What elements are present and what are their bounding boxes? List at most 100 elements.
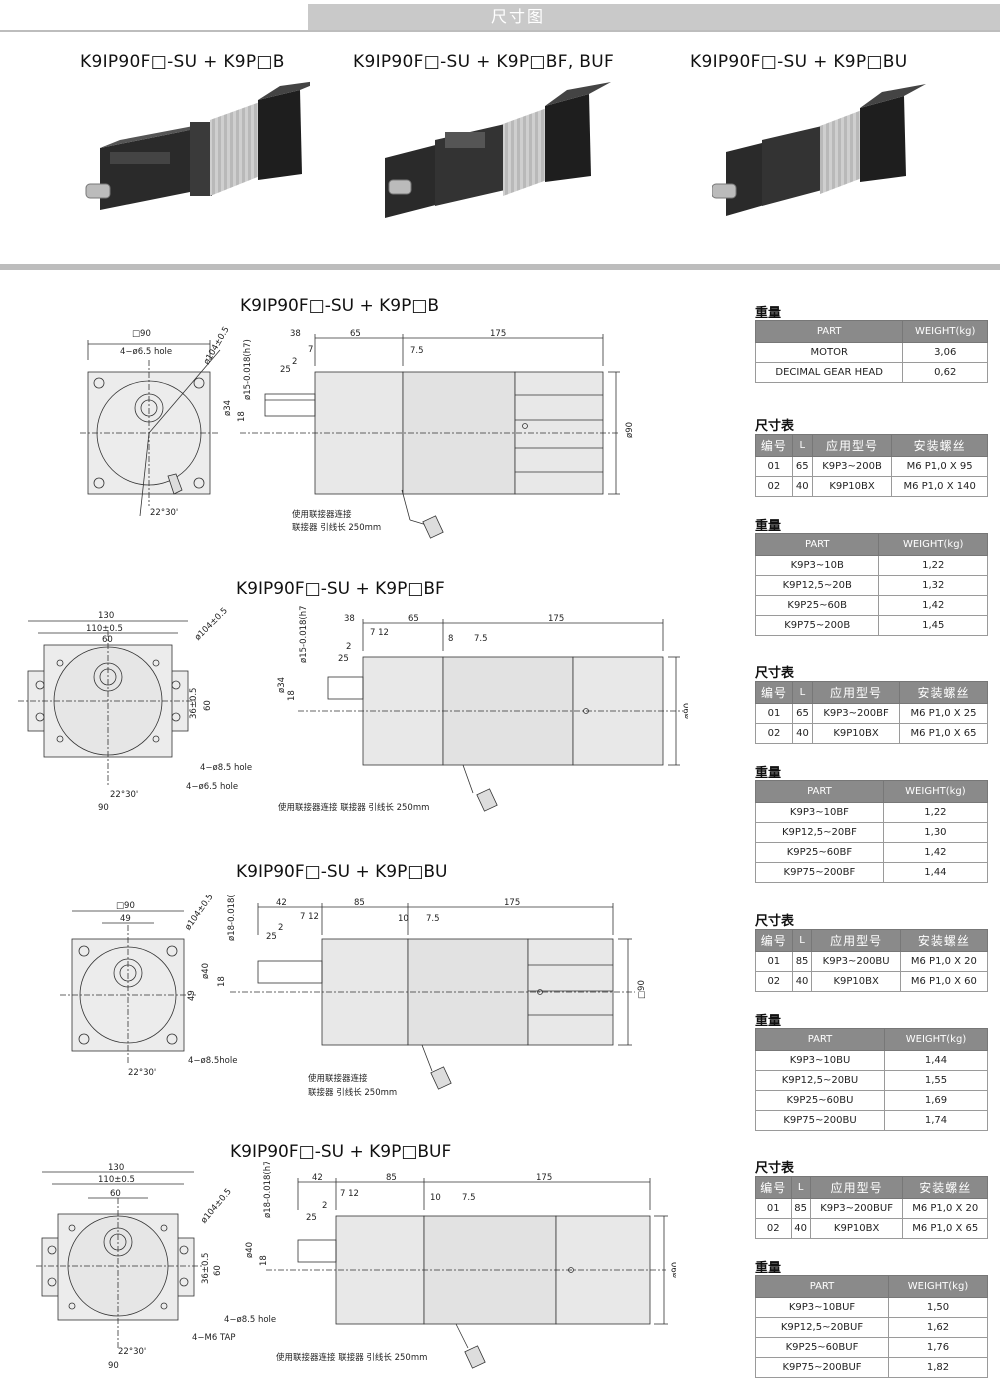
svg-text:10: 10 xyxy=(430,1193,441,1203)
svg-text:ø104±0.5: ø104±0.5 xyxy=(199,1187,234,1226)
cell: 1,62 xyxy=(887,1317,989,1338)
svg-text:□90: □90 xyxy=(132,329,151,339)
svg-text:175: 175 xyxy=(548,614,564,624)
svg-text:ø34: ø34 xyxy=(223,400,233,416)
svg-text:175: 175 xyxy=(490,329,506,339)
cell: 3,06 xyxy=(902,342,988,363)
svg-text:49: 49 xyxy=(187,990,197,1001)
th-weight: WEIGHT(kg) xyxy=(882,780,989,803)
cell: K9P75~200BUF xyxy=(755,1357,889,1378)
svg-text:25: 25 xyxy=(280,365,291,375)
svg-text:2: 2 xyxy=(346,642,351,652)
svg-text:49: 49 xyxy=(120,914,131,924)
cell: 02 xyxy=(755,476,793,497)
cell: 1,30 xyxy=(882,822,989,843)
th-model: 应用型号 xyxy=(809,1176,904,1199)
size-label-2: 尺寸表 xyxy=(755,666,795,681)
svg-text:ø104±0.5: ø104±0.5 xyxy=(183,895,215,932)
svg-text:ø104±0.5: ø104±0.5 xyxy=(193,606,230,643)
cell: M6 P1,0 X 140 xyxy=(891,476,988,497)
th-l: L xyxy=(791,434,813,457)
product-title-2: K9IP90F□-SU + K9P□BF, BUF xyxy=(353,52,615,72)
svg-text:7 12: 7 12 xyxy=(340,1189,359,1199)
svg-text:42: 42 xyxy=(276,898,287,908)
cell: DECIMAL GEAR HEAD xyxy=(754,362,904,383)
svg-text:ø40: ø40 xyxy=(245,1242,255,1258)
svg-text:130: 130 xyxy=(98,611,114,621)
svg-text:ø90: ø90 xyxy=(683,703,688,719)
svg-text:36±0.5: 36±0.5 xyxy=(201,1253,211,1284)
svg-text:2: 2 xyxy=(278,923,283,933)
svg-text:7: 7 xyxy=(308,345,313,355)
svg-text:4−M6 TAP: 4−M6 TAP xyxy=(192,1333,235,1343)
cell: 02 xyxy=(755,1218,792,1239)
cell: K9P3~200B xyxy=(811,456,893,477)
cell: K9P10BX xyxy=(811,971,901,992)
cell: K9P3~10BUF xyxy=(755,1297,889,1318)
svg-text:4−ø6.5 hole: 4−ø6.5 hole xyxy=(186,782,238,792)
cell: 1,74 xyxy=(883,1110,989,1131)
section-3-note-2: 联接器 引线长 250mm xyxy=(308,1088,398,1098)
svg-text:60: 60 xyxy=(203,700,213,711)
cell: K9P25~60BU xyxy=(755,1090,885,1111)
cell: 02 xyxy=(755,971,793,992)
svg-text:22°30': 22°30' xyxy=(150,508,178,518)
header-rule xyxy=(0,30,1000,32)
svg-text:7 12: 7 12 xyxy=(370,628,389,638)
cell: 1,45 xyxy=(878,615,988,636)
svg-text:7 12: 7 12 xyxy=(300,912,319,922)
svg-text:38: 38 xyxy=(290,329,301,339)
size-label-1: 尺寸表 xyxy=(755,419,795,434)
th-screw: 安装螺丝 xyxy=(902,1176,988,1199)
cell: 1,76 xyxy=(887,1337,989,1358)
th-no: 编号 xyxy=(755,434,793,457)
svg-text:110±0.5: 110±0.5 xyxy=(98,1175,135,1185)
page-title: 尺寸图 xyxy=(490,7,545,26)
svg-text:22°30': 22°30' xyxy=(118,1347,146,1357)
cell: K9P10BX xyxy=(811,476,893,497)
svg-text:22°30': 22°30' xyxy=(110,790,138,800)
th-l: L xyxy=(790,1176,811,1199)
size-label-4: 尺寸表 xyxy=(755,1161,795,1176)
cell: M6 P1,0 X 20 xyxy=(899,951,989,972)
svg-text:ø15-0.018(h7): ø15-0.018(h7) xyxy=(299,605,309,663)
cell: K9P3~200BU xyxy=(811,951,901,972)
cell: 65 xyxy=(791,456,813,477)
th-model: 应用型号 xyxy=(811,681,901,704)
svg-text:ø18-0.018(h7): ø18-0.018(h7) xyxy=(263,1162,273,1218)
cell: M6 P1,0 X 65 xyxy=(899,723,988,744)
svg-text:7.5: 7.5 xyxy=(474,634,488,644)
svg-text:18: 18 xyxy=(259,1255,269,1266)
svg-text:22°30': 22°30' xyxy=(128,1068,156,1078)
cell: K9P75~200BU xyxy=(755,1110,885,1131)
cell: M6 P1,0 X 95 xyxy=(891,456,988,477)
weight-label-1: 重量 xyxy=(755,306,782,321)
svg-text:7.5: 7.5 xyxy=(426,914,440,924)
svg-text:60: 60 xyxy=(102,635,113,645)
svg-text:42: 42 xyxy=(312,1173,323,1183)
th-l: L xyxy=(791,681,813,704)
cell: 40 xyxy=(790,1218,811,1239)
cell: 1,55 xyxy=(883,1070,989,1091)
